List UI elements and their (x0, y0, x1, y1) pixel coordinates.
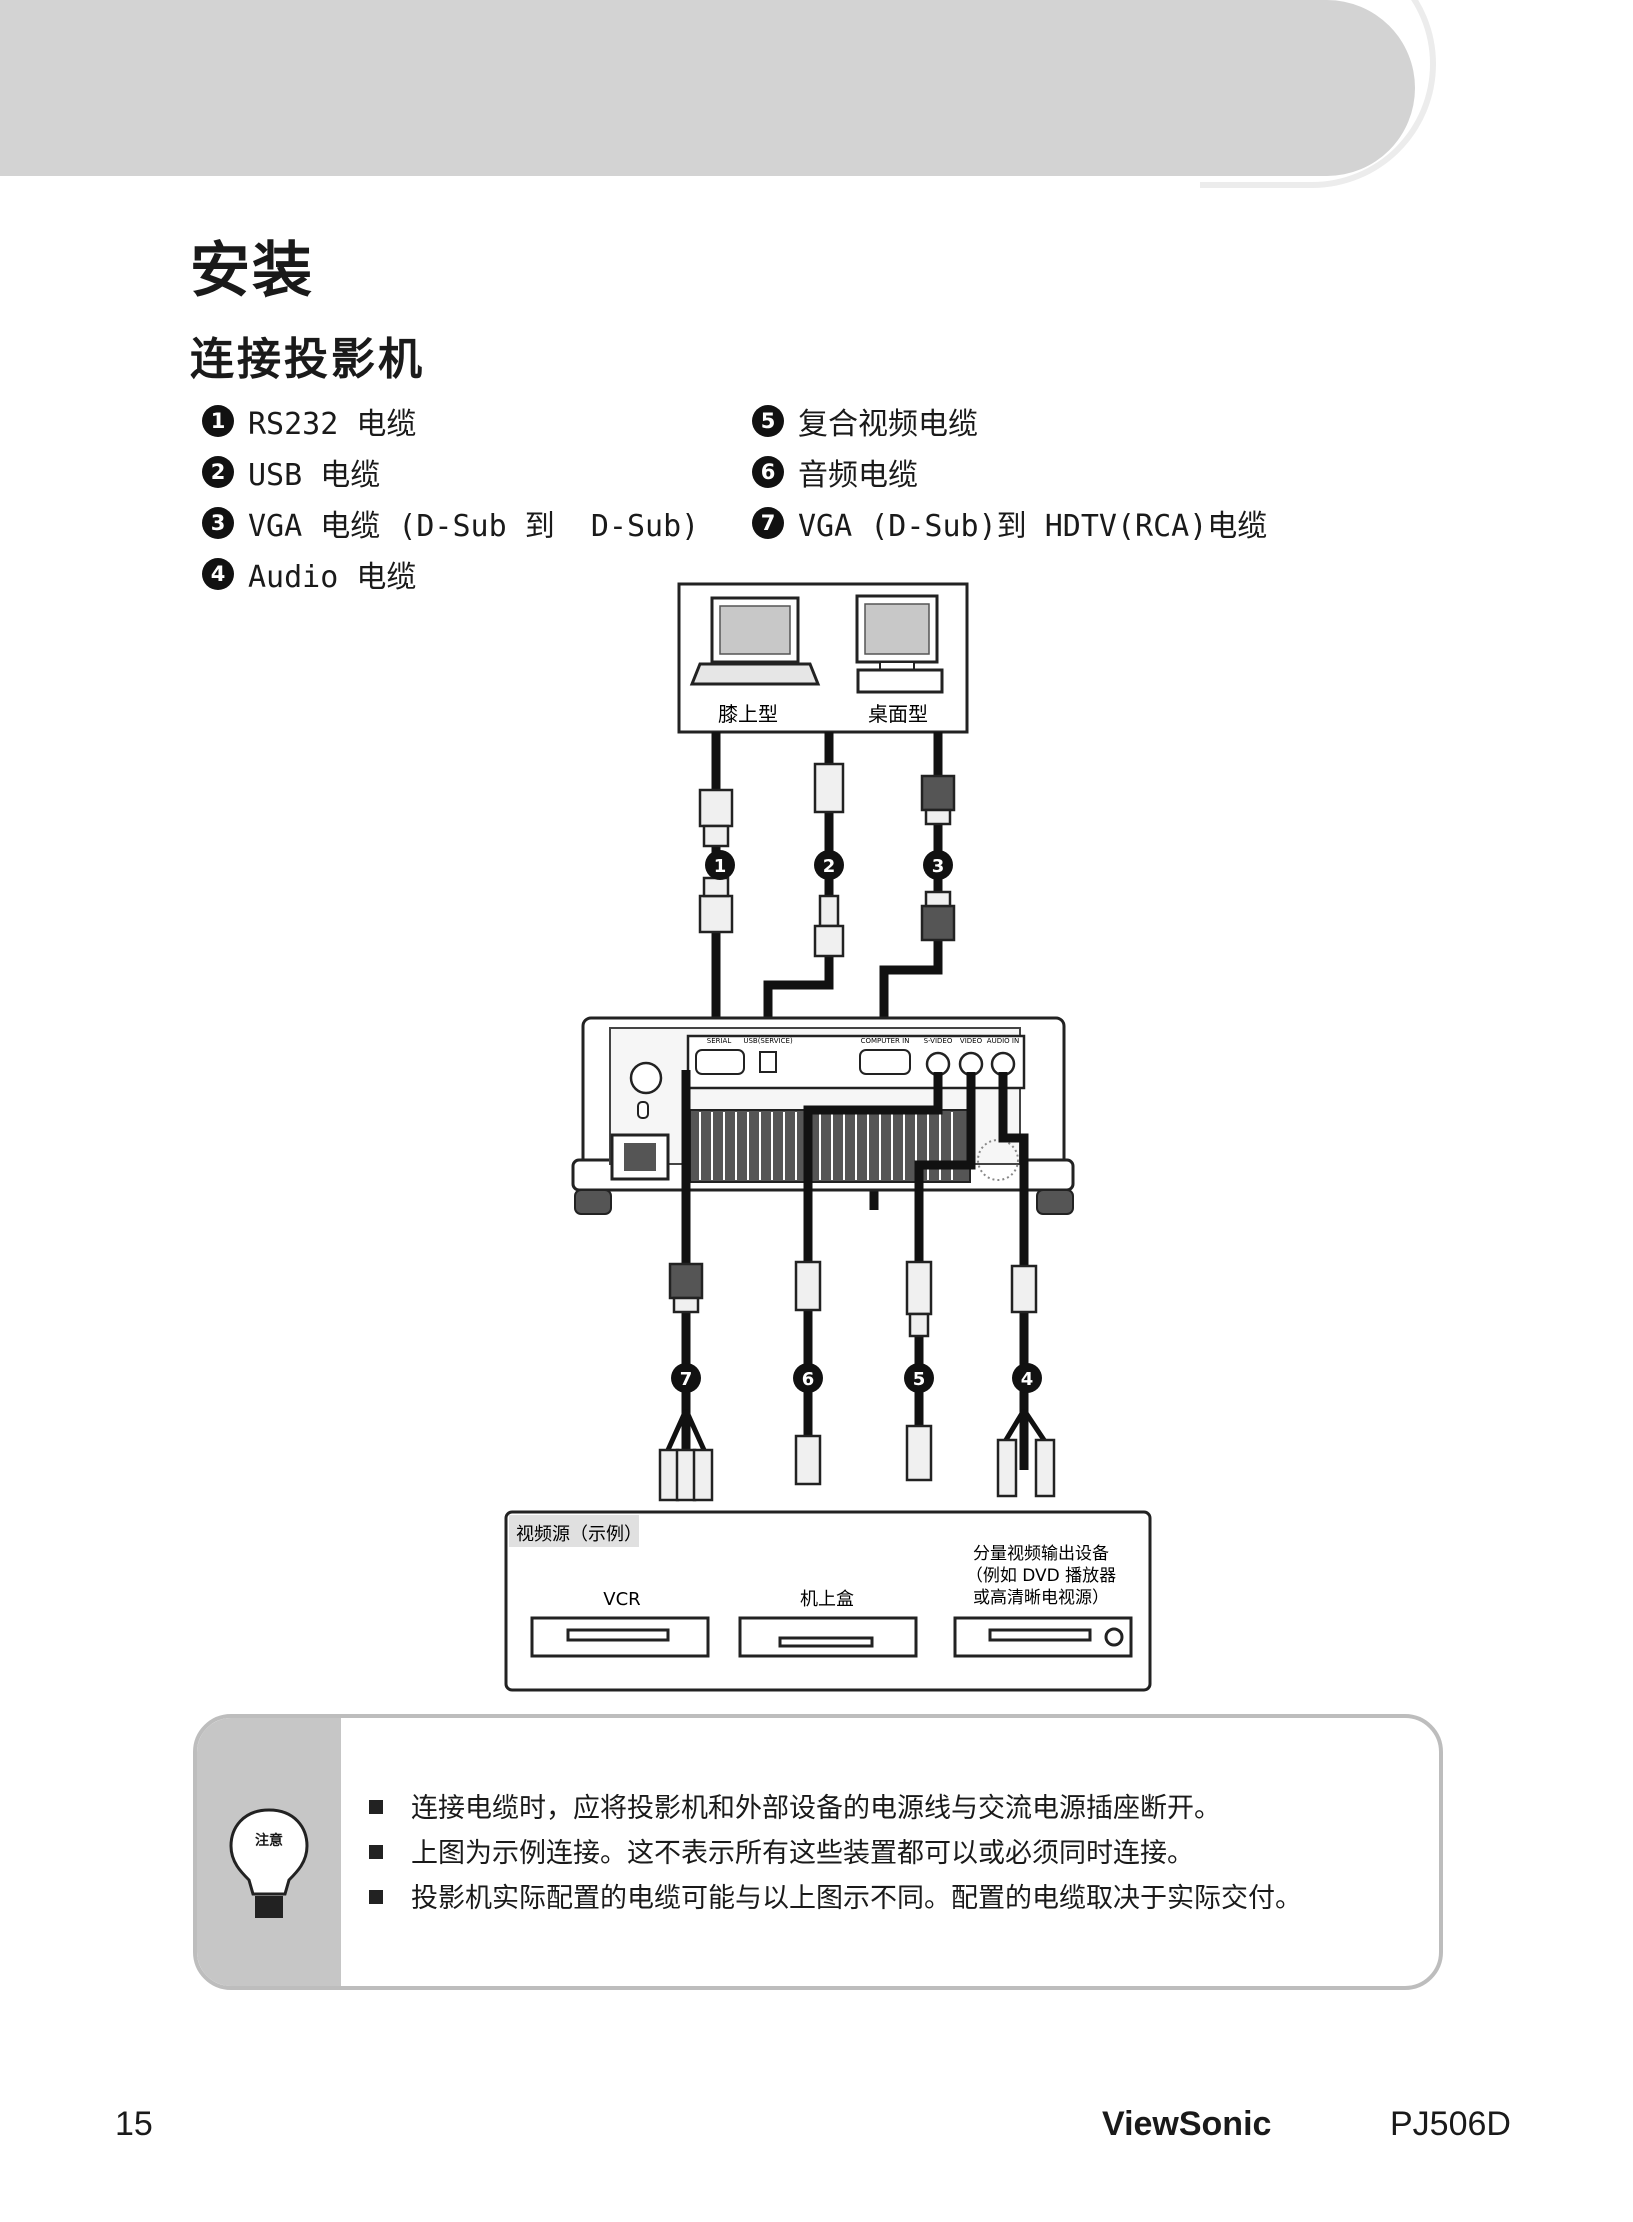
connectors-bottom (668, 1260, 1038, 1486)
number-badge: 5 (752, 405, 784, 437)
legend-label: USB 电缆 (248, 458, 381, 493)
cable-badges-top (705, 850, 953, 880)
brand-name: ViewSonic (1102, 2105, 1272, 2143)
lightbulb-icon (229, 1808, 309, 1918)
legend-item: 2 USB 电缆 (202, 450, 380, 494)
legend-item: 7 VGA (D-Sub)到 HDTV(RCA)电缆 (752, 501, 1267, 545)
header-banner (0, 0, 1415, 176)
note-list: 连接电缆时，应将投影机和外部设备的电源线与交流电源插座断开。 上图为示例连接。这… (369, 1786, 1302, 1921)
port-label: AUDIO IN (987, 1037, 1019, 1045)
connectors-top (698, 762, 956, 958)
note-text: 连接电缆时，应将投影机和外部设备的电源线与交流电源插座断开。 (411, 1793, 1221, 1824)
cable-number: 1 (714, 856, 727, 877)
legend-label: 音频电缆 (798, 458, 918, 493)
dvd-player-icon (953, 1616, 1133, 1658)
number-badge: 4 (202, 558, 234, 590)
number-badge: 3 (202, 507, 234, 539)
legend-item: 6 音频电缆 (752, 450, 918, 494)
port-label: VIDEO (960, 1037, 983, 1045)
rca-plugs (658, 1438, 1056, 1502)
page-title: 安装 (190, 236, 314, 306)
cable-number: 3 (932, 856, 945, 877)
laptop-label: 膝上型 (718, 702, 778, 726)
port-label: USB(SERVICE) (743, 1037, 793, 1045)
cable-number: 7 (680, 1369, 693, 1390)
note-item: 投影机实际配置的电缆可能与以上图示不同。配置的电缆取决于实际交付。 (369, 1876, 1302, 1921)
cable-number: 5 (913, 1369, 926, 1390)
number-badge: 1 (202, 405, 234, 437)
port-label: S-VIDEO (924, 1037, 953, 1045)
cable-badges-bottom (671, 1363, 1042, 1393)
source-label-line3: 或高清晰电视源） (973, 1588, 1109, 1608)
legend-label: 复合视频电缆 (798, 407, 978, 442)
projector-rear-panel (571, 1016, 1075, 1215)
set-top-box-icon (738, 1616, 918, 1658)
note-text: 投影机实际配置的电缆可能与以上图示不同。配置的电缆取决于实际交付。 (411, 1883, 1302, 1914)
legend-item: 4 Audio 电缆 (202, 552, 416, 596)
note-text: 上图为示例连接。这不表示所有这些装置都可以或必须同时连接。 (411, 1838, 1194, 1869)
number-badge: 7 (752, 507, 784, 539)
model-name: PJ506D (1390, 2105, 1511, 2143)
number-badge: 6 (752, 456, 784, 488)
desktop-icon (855, 594, 944, 694)
source-label: 分量视频输出设备 (973, 1544, 1109, 1564)
square-bullet-icon (369, 1844, 383, 1859)
legend-label: RS232 电缆 (248, 407, 417, 442)
note-item: 连接电缆时，应将投影机和外部设备的电源线与交流电源插座断开。 (369, 1786, 1302, 1831)
section-title: 连接投影机 (190, 334, 425, 385)
port-label: COMPUTER IN (861, 1037, 910, 1045)
port-label: SERIAL (707, 1037, 732, 1045)
cable-number: 6 (802, 1369, 815, 1390)
number-badge: 2 (202, 456, 234, 488)
note-box: 注意 连接电缆时，应将投影机和外部设备的电源线与交流电源插座断开。 上图为示例连… (193, 1714, 1443, 1990)
source-label: VCR (603, 1589, 640, 1610)
source-label-line2: （例如 DVD 播放器 (966, 1566, 1116, 1586)
desktop-label: 桌面型 (868, 702, 928, 726)
page-number: 15 (115, 2105, 153, 2143)
vcr-icon (530, 1616, 710, 1658)
note-sidebar: 注意 (197, 1718, 341, 1986)
rca-splits (665, 1408, 1047, 1470)
legend-item: 5 复合视频电缆 (752, 399, 978, 443)
legend-label: Audio 电缆 (248, 560, 417, 595)
square-bullet-icon (369, 1799, 383, 1814)
legend-item: 3 VGA 电缆 (D-Sub 到 D-Sub) (202, 501, 699, 545)
legend-label: VGA (D-Sub)到 HDTV(RCA)电缆 (798, 509, 1268, 544)
note-icon-label: 注意 (255, 1833, 283, 1849)
source-label: 机上盒 (800, 1589, 854, 1610)
legend-item: 1 RS232 电缆 (202, 399, 416, 443)
laptop-icon (689, 596, 821, 686)
video-sources-title: 视频源（示例） (516, 1524, 642, 1545)
cable-number: 2 (823, 856, 836, 877)
cable-number: 4 (1021, 1369, 1034, 1390)
legend-label: VGA 电缆 (D-Sub 到 D-Sub) (248, 509, 700, 544)
note-item: 上图为示例连接。这不表示所有这些装置都可以或必须同时连接。 (369, 1831, 1302, 1876)
video-sources-tab (509, 1515, 639, 1547)
square-bullet-icon (369, 1889, 383, 1904)
